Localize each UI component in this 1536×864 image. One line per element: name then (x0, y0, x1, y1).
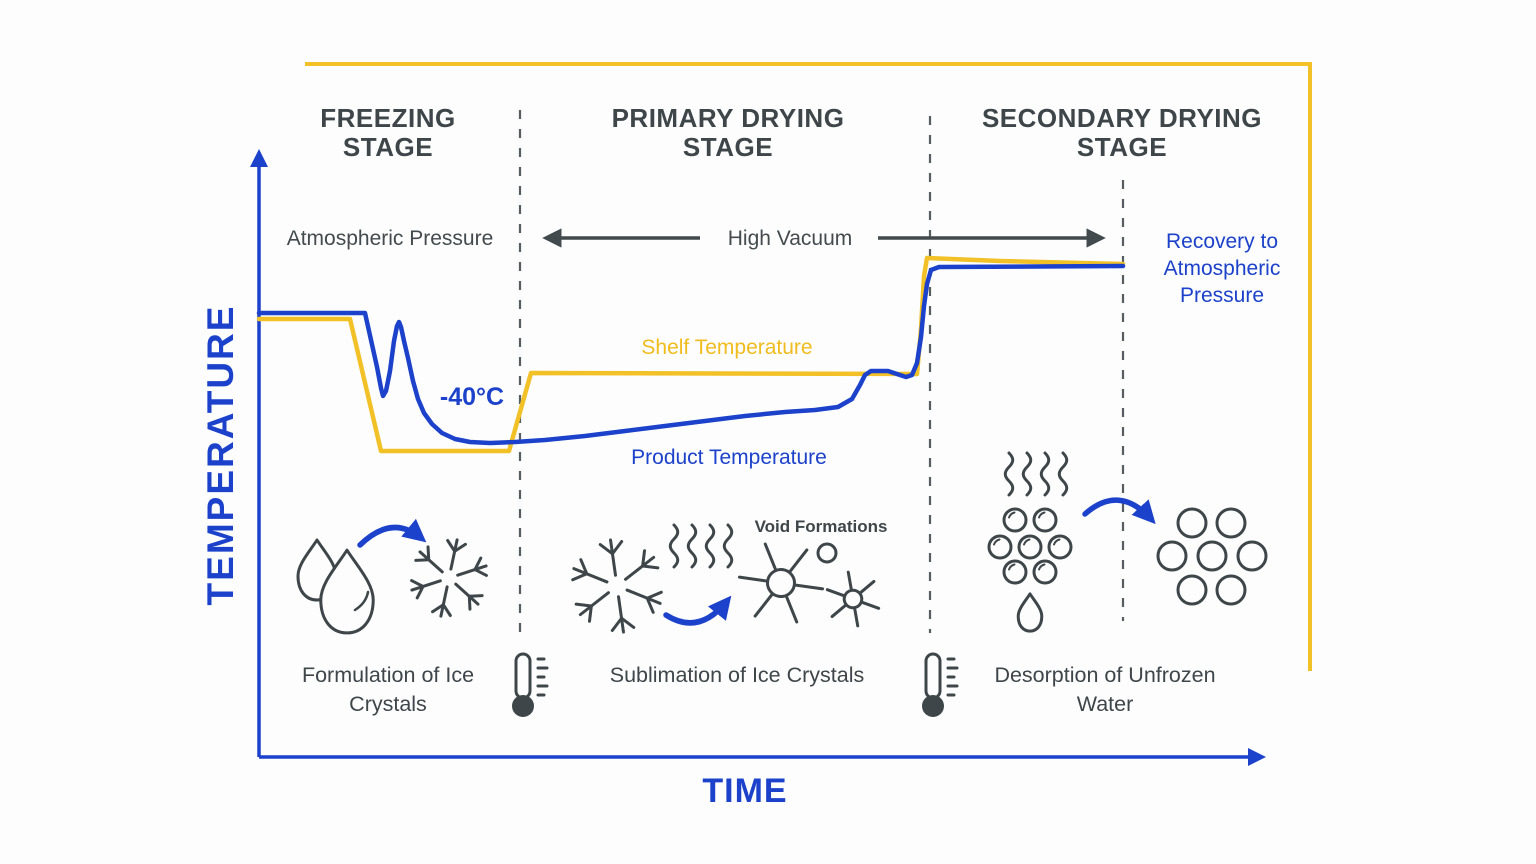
stage-title-primary-line2: STAGE (682, 132, 774, 162)
void-formation-circle-icon (816, 542, 838, 564)
caption-sublimation: Sublimation of Ice Crystals (610, 661, 865, 690)
vapor-lines-icon-primary (668, 523, 734, 569)
vapor-lines-icon-secondary (1003, 451, 1069, 497)
void-formation-large-icon (732, 539, 830, 627)
stage-title-secondary-line2: STAGE (1076, 132, 1168, 162)
high-vacuum-label: High Vacuum (727, 227, 853, 250)
stage-title-secondary-drying: SECONDARY DRYING STAGE (982, 104, 1262, 162)
shelf-temperature-curve (256, 255, 1126, 454)
thermometer-icon-2 (920, 652, 959, 719)
y-axis-arrowhead (250, 149, 268, 167)
void-formation-small-icon (818, 566, 888, 632)
dried-product-pores-icon (1156, 507, 1268, 606)
recovery-line3: Pressure (1179, 284, 1265, 307)
frame-border (305, 62, 1312, 671)
atmospheric-pressure-label: Atmospheric Pressure (286, 227, 494, 250)
stage-title-freezing: FREEZING STAGE (320, 104, 455, 162)
stage-title-primary-line1: PRIMARY DRYING (611, 103, 845, 133)
product-temperature-curve (256, 263, 1126, 446)
caption-sublimation-line1: Sublimation of Ice Crystals (609, 663, 865, 687)
shelf-temperature-label: Shelf Temperature (641, 336, 813, 359)
stage-title-primary-drying: PRIMARY DRYING STAGE (612, 104, 845, 162)
thermometer-icon-1 (510, 652, 549, 719)
recovery-line1: Recovery to (1165, 230, 1279, 253)
void-formations-label: Void Formations (754, 517, 888, 536)
caption-formulation-line1: Formulation of Ice (301, 663, 475, 687)
x-axis-arrowhead (1248, 748, 1266, 766)
freezing-transition-arrow-icon (357, 518, 427, 548)
sublimation-transition-arrow-icon (663, 595, 732, 626)
stage-title-freezing-line2: STAGE (342, 132, 434, 162)
minus-40c-annotation: -40°C (439, 383, 505, 411)
caption-formulation: Formulation of Ice Crystals (302, 661, 474, 719)
caption-desorption-line2: Water (1076, 692, 1134, 716)
desorption-transition-arrow-icon (1082, 497, 1156, 525)
product-temperature-label: Product Temperature (631, 446, 827, 469)
x-axis-label: TIME (702, 772, 788, 810)
caption-formulation-line2: Crystals (349, 692, 427, 716)
stage-title-secondary-line1: SECONDARY DRYING (981, 103, 1263, 133)
recovery-line2: Atmospheric (1163, 257, 1281, 280)
recovery-pressure-label: Recovery to Atmospheric Pressure (1164, 228, 1281, 309)
bound-water-molecules-icon (987, 507, 1073, 633)
ice-crystal-sublimating-icon (565, 534, 668, 639)
caption-desorption-line1: Desorption of Unfrozen (994, 663, 1216, 687)
ice-crystal-icon (403, 532, 494, 624)
stage-title-freezing-line1: FREEZING (320, 103, 456, 133)
y-axis-label: TEMPERATURE (200, 304, 241, 606)
caption-desorption: Desorption of Unfrozen Water (994, 661, 1215, 719)
water-droplets-icon (296, 538, 373, 633)
